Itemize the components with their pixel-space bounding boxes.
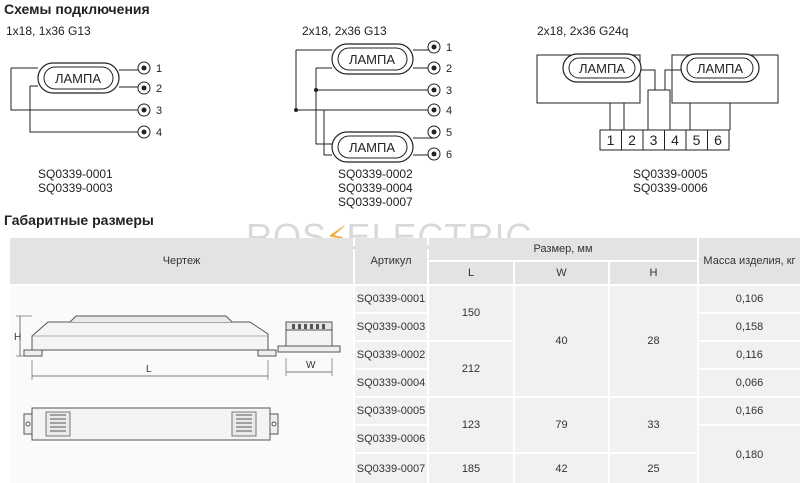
table-row-article: SQ0339-0001 bbox=[355, 286, 427, 312]
diagram-1-codes: SQ0339-0001 SQ0339-0003 bbox=[38, 167, 113, 195]
terminal-number: 4 bbox=[446, 105, 452, 117]
ballast-side-view: H L bbox=[14, 315, 277, 380]
lamp-tube bbox=[37, 62, 120, 94]
article-code: SQ0339-0006 bbox=[633, 181, 708, 195]
terminal-icon bbox=[137, 81, 151, 95]
ballast-top-view bbox=[23, 407, 279, 441]
diagram-3-codes: SQ0339-0005 SQ0339-0006 bbox=[633, 167, 708, 195]
header-mass: Масса изделия, кг bbox=[699, 238, 800, 284]
table-row-article: SQ0339-0007 bbox=[355, 454, 427, 483]
diagram-1: ЛАМПА 1 2 3 4 bbox=[10, 61, 162, 139]
cell-h: 33 bbox=[610, 398, 697, 452]
lamp-tube bbox=[331, 43, 414, 75]
terminal-number: 5 bbox=[693, 132, 701, 148]
cell-w: 79 bbox=[515, 398, 608, 452]
cell-mass: 0,066 bbox=[699, 370, 800, 396]
terminal-number: 3 bbox=[156, 105, 162, 117]
terminal-icon bbox=[137, 125, 151, 139]
cell-mass: 0,116 bbox=[699, 342, 800, 368]
terminal-number: 4 bbox=[156, 127, 162, 139]
section-title-dimensions: Габаритные размеры bbox=[4, 212, 154, 228]
dimension-label-l: L bbox=[146, 364, 152, 375]
header-size: Размер, мм bbox=[429, 238, 697, 260]
diagram-3: ЛАМПА ЛАМПА 1 2 3 4 5 6 bbox=[536, 53, 779, 151]
article-code: SQ0339-0001 bbox=[38, 167, 113, 181]
article-code: SQ0339-0007 bbox=[338, 195, 413, 209]
terminal-icon bbox=[427, 103, 441, 117]
cell-h: 25 bbox=[610, 454, 697, 483]
wiring-diagrams: ЛАМПА 1 2 3 4 ЛАМПА ЛАМПА 1 2 3 4 5 6 bbox=[10, 40, 779, 163]
article-code: SQ0339-0003 bbox=[38, 181, 113, 195]
ballast-end-view: W bbox=[277, 321, 341, 376]
header-h: H bbox=[610, 262, 697, 284]
cell-l: 212 bbox=[429, 342, 513, 396]
lamp-label: ЛАМПА bbox=[349, 52, 395, 67]
terminal-number: 2 bbox=[446, 63, 452, 75]
dimensions-table: Чертеж Артикул Размер, мм L W H Масса из… bbox=[10, 238, 800, 483]
lamp-tube bbox=[562, 53, 642, 83]
article-code: SQ0339-0004 bbox=[338, 181, 413, 195]
drawing-cell: H L W bbox=[10, 286, 353, 483]
diagram-2-caption: 2x18, 2x36 G13 bbox=[302, 24, 387, 38]
table-row-article: SQ0339-0002 bbox=[355, 342, 427, 368]
terminal-number: 3 bbox=[650, 132, 658, 148]
diagram-2: ЛАМПА ЛАМПА 1 2 3 4 5 6 bbox=[294, 40, 452, 163]
terminal-number: 6 bbox=[714, 132, 722, 148]
terminal-block: 1 2 3 4 5 6 bbox=[599, 129, 730, 151]
terminal-number: 1 bbox=[446, 42, 452, 54]
lamp-label: ЛАМПА bbox=[349, 140, 395, 155]
cell-mass: 0,180 bbox=[699, 426, 800, 483]
terminal-number: 3 bbox=[446, 85, 452, 97]
dimension-label-h: H bbox=[14, 332, 21, 343]
terminal-icon bbox=[427, 83, 441, 97]
lamp-label: ЛАМПА bbox=[579, 61, 625, 76]
terminal-icon bbox=[137, 61, 151, 75]
terminal-icon bbox=[427, 147, 441, 161]
cell-l: 185 bbox=[429, 454, 513, 483]
terminal-number: 1 bbox=[156, 63, 162, 75]
terminal-icon bbox=[427, 125, 441, 139]
lamp-label: ЛАМПА bbox=[697, 61, 743, 76]
cell-h: 28 bbox=[610, 286, 697, 396]
header-article: Артикул bbox=[355, 238, 427, 284]
header-drawing: Чертеж bbox=[10, 238, 353, 284]
dimension-label-w: W bbox=[306, 360, 316, 371]
cell-w: 40 bbox=[515, 286, 608, 396]
terminal-icon bbox=[427, 40, 441, 54]
cell-mass: 0,158 bbox=[699, 314, 800, 340]
lamp-tube bbox=[680, 53, 760, 83]
terminal-number: 4 bbox=[671, 132, 679, 148]
diagram-2-codes: SQ0339-0002 SQ0339-0004 SQ0339-0007 bbox=[338, 167, 413, 209]
cell-mass: 0,106 bbox=[699, 286, 800, 312]
section-title-schemes: Схемы подключения bbox=[4, 1, 150, 17]
lamp-label: ЛАМПА bbox=[55, 71, 101, 86]
lamp-tube bbox=[331, 131, 414, 163]
table-row-article: SQ0339-0003 bbox=[355, 314, 427, 340]
cell-mass: 0,166 bbox=[699, 398, 800, 424]
header-l: L bbox=[429, 262, 513, 284]
terminal-icon bbox=[137, 103, 151, 117]
terminal-number: 1 bbox=[607, 132, 615, 148]
terminal-number: 5 bbox=[446, 127, 452, 139]
diagram-3-caption: 2x18, 2x36 G24q bbox=[537, 24, 629, 38]
cell-w: 42 bbox=[515, 454, 608, 483]
diagram-1-caption: 1x18, 1x36 G13 bbox=[6, 24, 91, 38]
cell-l: 123 bbox=[429, 398, 513, 452]
ballast-drawing: H L W bbox=[14, 315, 341, 441]
header-w: W bbox=[515, 262, 608, 284]
table-row-article: SQ0339-0006 bbox=[355, 426, 427, 452]
terminal-number: 6 bbox=[446, 149, 452, 161]
terminal-number: 2 bbox=[156, 83, 162, 95]
cell-l: 150 bbox=[429, 286, 513, 340]
article-code: SQ0339-0005 bbox=[633, 167, 708, 181]
terminal-number: 2 bbox=[628, 132, 636, 148]
article-code: SQ0339-0002 bbox=[338, 167, 413, 181]
terminal-icon bbox=[427, 61, 441, 75]
table-row-article: SQ0339-0004 bbox=[355, 370, 427, 396]
table-row-article: SQ0339-0005 bbox=[355, 398, 427, 424]
